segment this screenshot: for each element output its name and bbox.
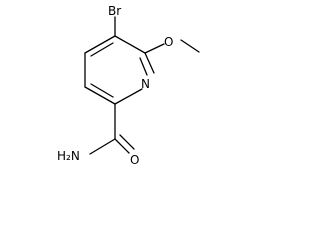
bond-carbonyl-c-n [89, 138, 116, 155]
amide-nitrogen-label: H₂N [57, 149, 80, 163]
bromine-label: Br [108, 4, 121, 18]
ring-double-bond-c5-c6 [90, 83, 114, 98]
bond-o-ch3 [180, 39, 200, 53]
bond-c2-o-methoxy [144, 43, 165, 54]
ring-nitrogen-label: N [141, 77, 150, 91]
ring-bond-c5-c6 [84, 86, 116, 105]
ring-bond-n1-c2 [144, 52, 155, 74]
bond-carbonyl-c-o [114, 138, 130, 154]
molecule-diagram: Br N O O H₂N [57, 4, 200, 167]
ring-bond-c6-n1 [114, 88, 143, 105]
ring-bond-c2-c3 [114, 35, 146, 54]
ring-double-bond-n1-c2 [139, 57, 148, 76]
methoxy-oxygen-label: O [164, 35, 173, 49]
bond-carbonyl-c-o-double [119, 134, 135, 150]
ring-double-bond-c3-c4 [90, 42, 114, 57]
carbonyl-oxygen-label: O [130, 153, 139, 167]
structure-canvas: Br N O O H₂N [57, 4, 200, 167]
ring-bond-c3-c4 [84, 35, 116, 54]
